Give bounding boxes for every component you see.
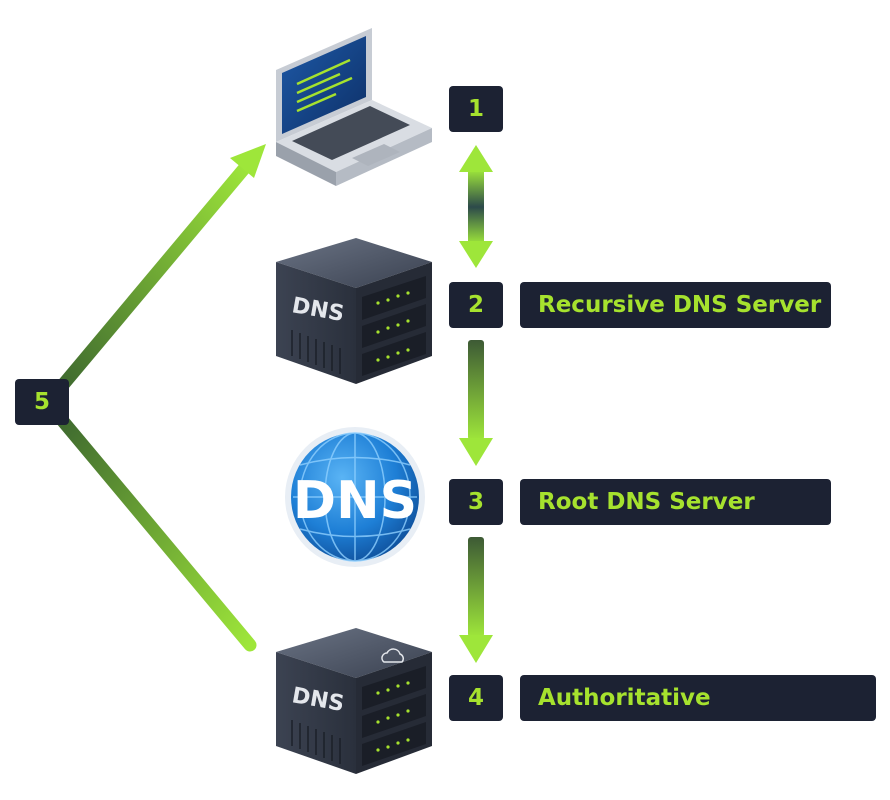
step-badge-3: 3 — [449, 479, 503, 525]
arrow-1-2-bidirectional — [459, 145, 493, 268]
step-badge-5: 5 — [15, 379, 69, 425]
arrow-3-4 — [459, 537, 493, 663]
step-label-authoritative: Authoritative — [520, 675, 876, 721]
step-label-recursive-dns-server: Recursive DNS Server — [520, 282, 831, 328]
laptop-icon — [276, 28, 432, 186]
globe-dns-text: DNS — [293, 471, 417, 531]
step-badge-4: 4 — [449, 675, 503, 721]
arrow-2-3 — [459, 340, 493, 466]
step-label-root-dns-server: Root DNS Server — [520, 479, 831, 525]
root-dns-globe-icon: DNS — [285, 427, 425, 567]
authoritative-dns-server-icon: DNS — [276, 628, 432, 774]
step-badge-2: 2 — [449, 282, 503, 328]
line-5-to-authoritative — [55, 413, 257, 652]
step-badge-1: 1 — [449, 86, 503, 132]
arrow-5-to-laptop — [55, 144, 266, 393]
recursive-dns-server-icon: DNS — [276, 238, 432, 384]
cloud-icon — [381, 648, 404, 663]
